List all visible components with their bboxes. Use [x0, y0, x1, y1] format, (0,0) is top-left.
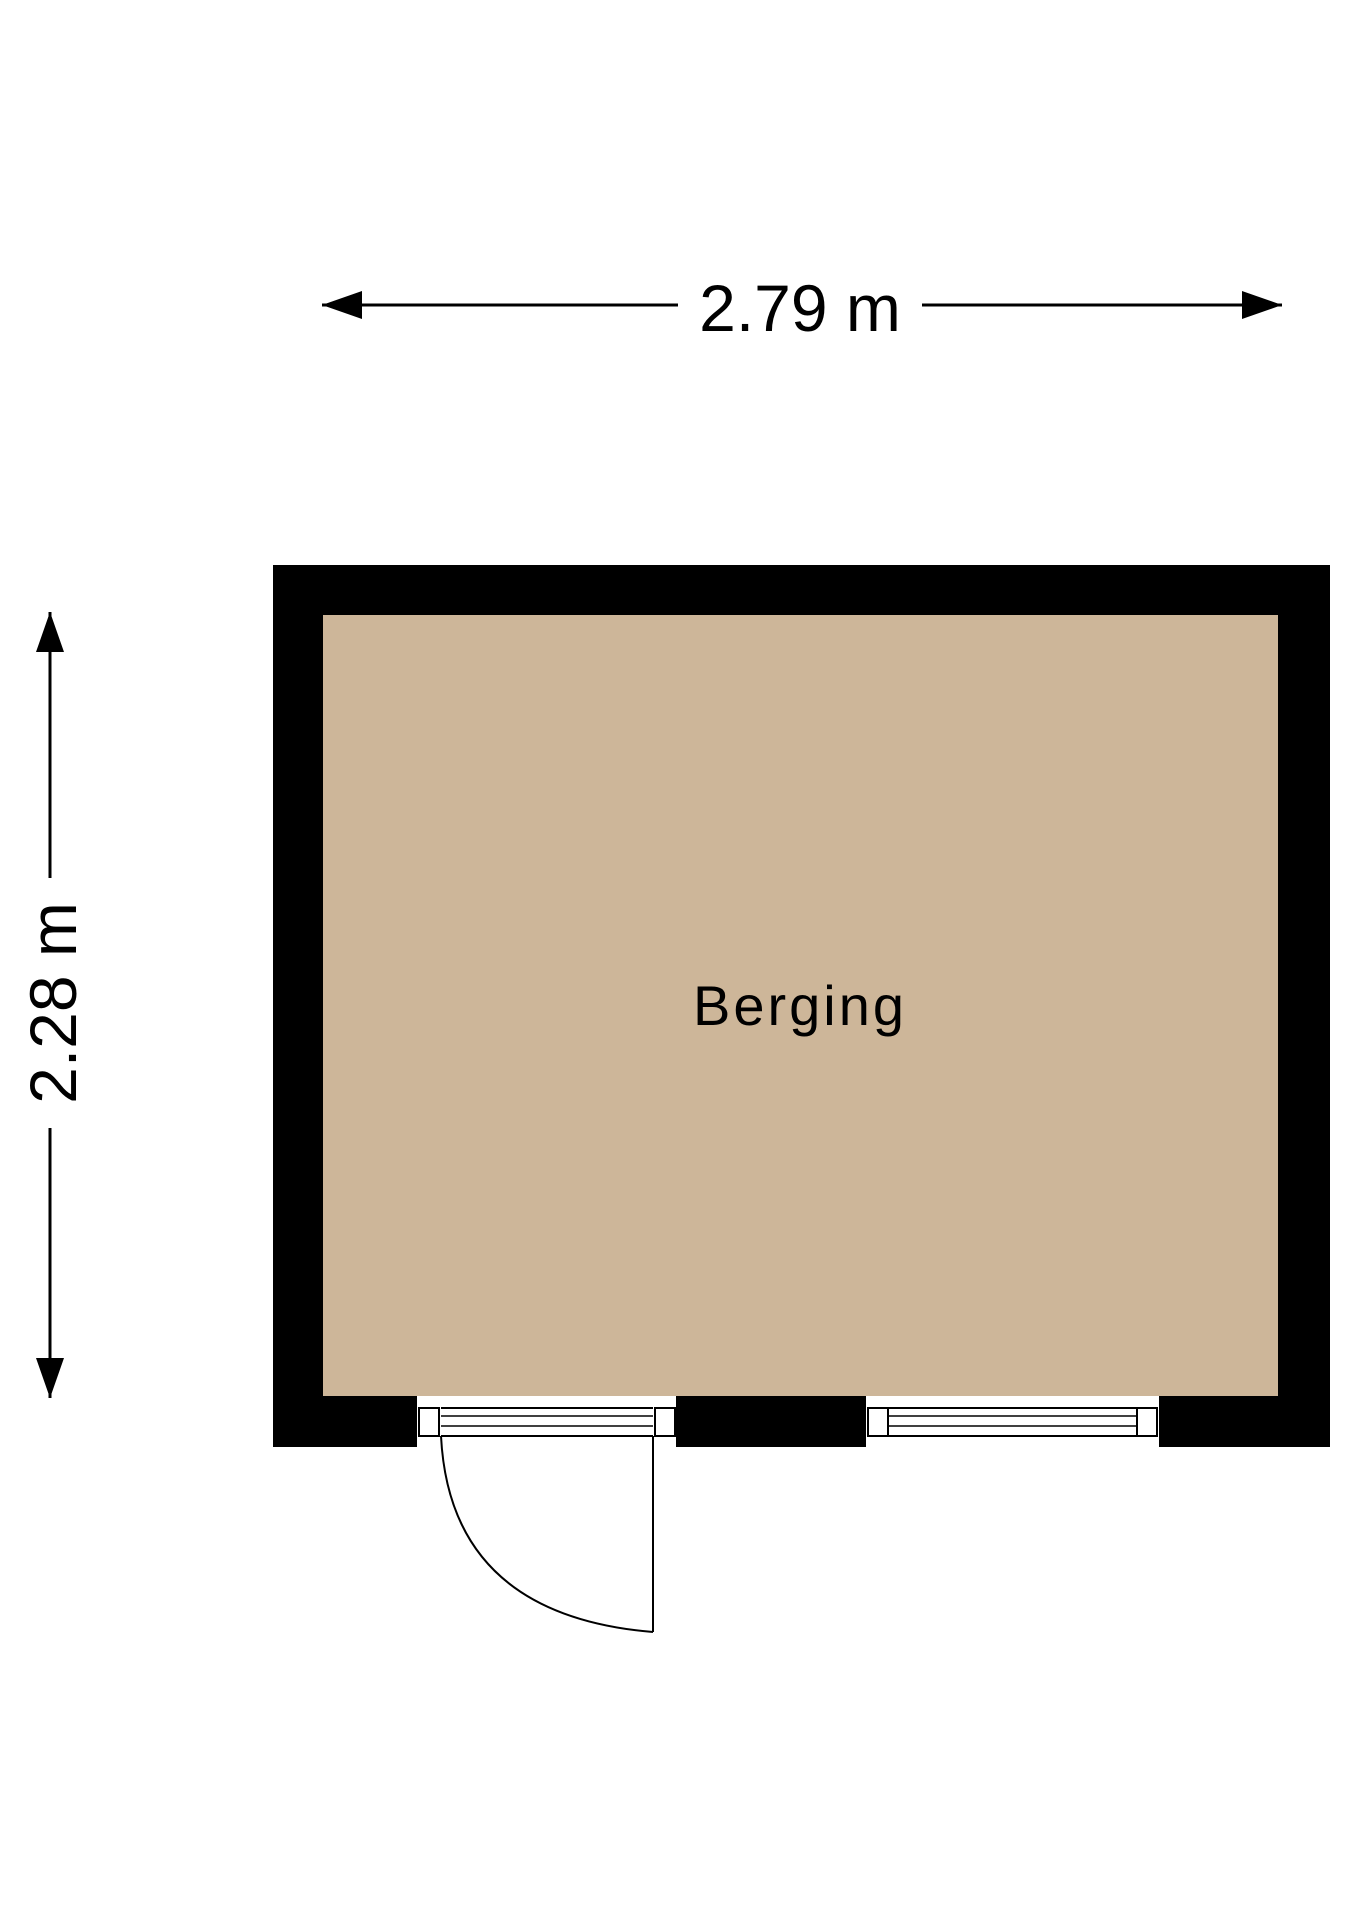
- width-arrow-right-icon: [1242, 291, 1282, 319]
- height-dimension: 2.28 m: [16, 612, 90, 1398]
- height-arrow-top-icon: [36, 612, 64, 652]
- height-dimension-label: 2.28 m: [16, 902, 90, 1104]
- height-arrow-bottom-icon: [36, 1358, 64, 1398]
- width-dimension-label: 2.79 m: [699, 271, 901, 345]
- door: [417, 1396, 676, 1633]
- window-frame-left: [867, 1407, 889, 1437]
- door-frame-left: [418, 1407, 440, 1437]
- room-label: Berging: [693, 974, 907, 1037]
- door-opening: [417, 1396, 676, 1447]
- width-dimension: 2.79 m: [322, 271, 1282, 345]
- room-floor: [323, 615, 1278, 1396]
- width-arrow-left-icon: [322, 291, 362, 319]
- door-frame-right: [654, 1407, 676, 1437]
- window-opening: [866, 1396, 1159, 1447]
- door-swing-arc: [440, 1435, 654, 1633]
- window-frame-right: [1136, 1407, 1158, 1437]
- window: [866, 1396, 1159, 1447]
